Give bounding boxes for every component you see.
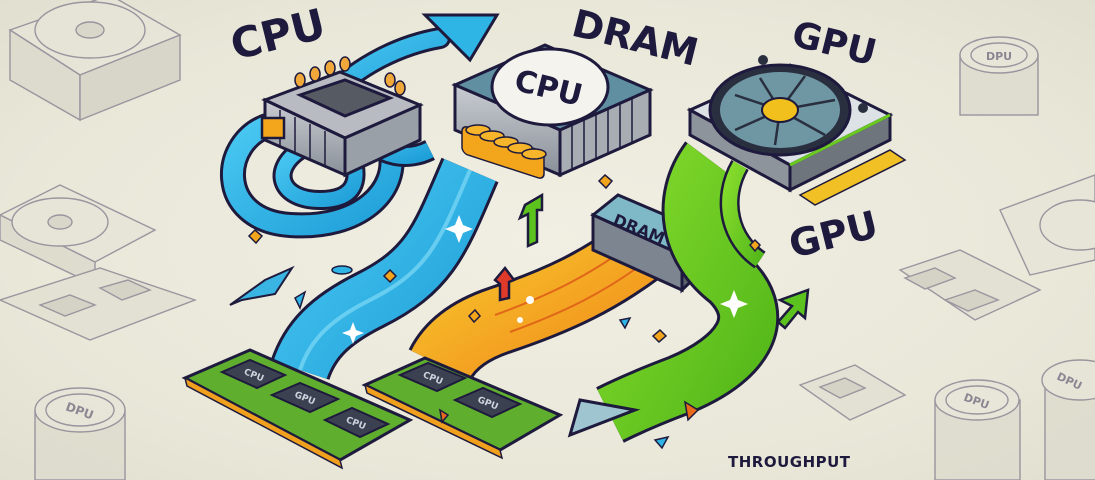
sparkle-icon: [445, 215, 473, 243]
gpu-card: [686, 55, 907, 206]
gpu-pci-connector: [798, 149, 907, 206]
left-sketch-decor: DPU: [0, 0, 198, 480]
green-diagonal-arrow-icon: [776, 288, 810, 330]
gpu-data-stream: [567, 141, 780, 443]
throughput-label: THROUGHPUT: [728, 453, 851, 471]
green-up-arrow-icon: [517, 192, 544, 248]
sketch-fan-icon: [0, 184, 157, 287]
sketch-coin-stack: DPU: [1041, 359, 1095, 480]
dram-data-stream: [408, 221, 661, 383]
cpu-heatsink: CPU: [451, 43, 654, 179]
sketch-coin-stack: DPU: [934, 379, 1021, 480]
memory-chip: CPU: [219, 358, 288, 390]
red-up-arrow-icon: [493, 265, 516, 302]
arrow-head-icon: [421, 13, 500, 63]
confetti: [247, 173, 762, 450]
right-sketch-decor: DPU DPU DPU: [798, 36, 1095, 480]
cpu-data-stream: [220, 112, 499, 381]
sketch-fan-icon: [8, 0, 182, 122]
memory-chip: CPU: [397, 361, 468, 393]
sparkle-icon: [342, 322, 364, 344]
sketch-coin-stack: DPU: [959, 36, 1039, 116]
connector-cap-icon: [260, 116, 286, 140]
sparkle-icon: [720, 290, 748, 318]
cpu-title: CPU: [226, 0, 331, 70]
memory-module-2: CPU GPU: [361, 356, 564, 460]
arrow-tip-icon: [567, 398, 641, 438]
memory-chip: CPU: [322, 406, 391, 439]
cpu-chip: [260, 56, 424, 178]
gpu-title-side: GPU: [785, 202, 883, 266]
sketch-coin-stack: DPU: [34, 387, 126, 480]
sketch-fan-icon: [999, 174, 1095, 276]
memory-chip: GPU: [269, 381, 341, 414]
sketch-memory-board: [0, 267, 198, 341]
sketch-memory-board: [898, 249, 1042, 321]
memory-chip: GPU: [452, 386, 523, 419]
gpu-title-top: GPU: [788, 14, 881, 74]
memory-module-1: CPU GPU CPU: [181, 348, 414, 470]
sketch-memory-board: [798, 364, 907, 421]
pen-arrow-icon: [229, 265, 295, 306]
svg-text:DPU: DPU: [986, 50, 1012, 63]
